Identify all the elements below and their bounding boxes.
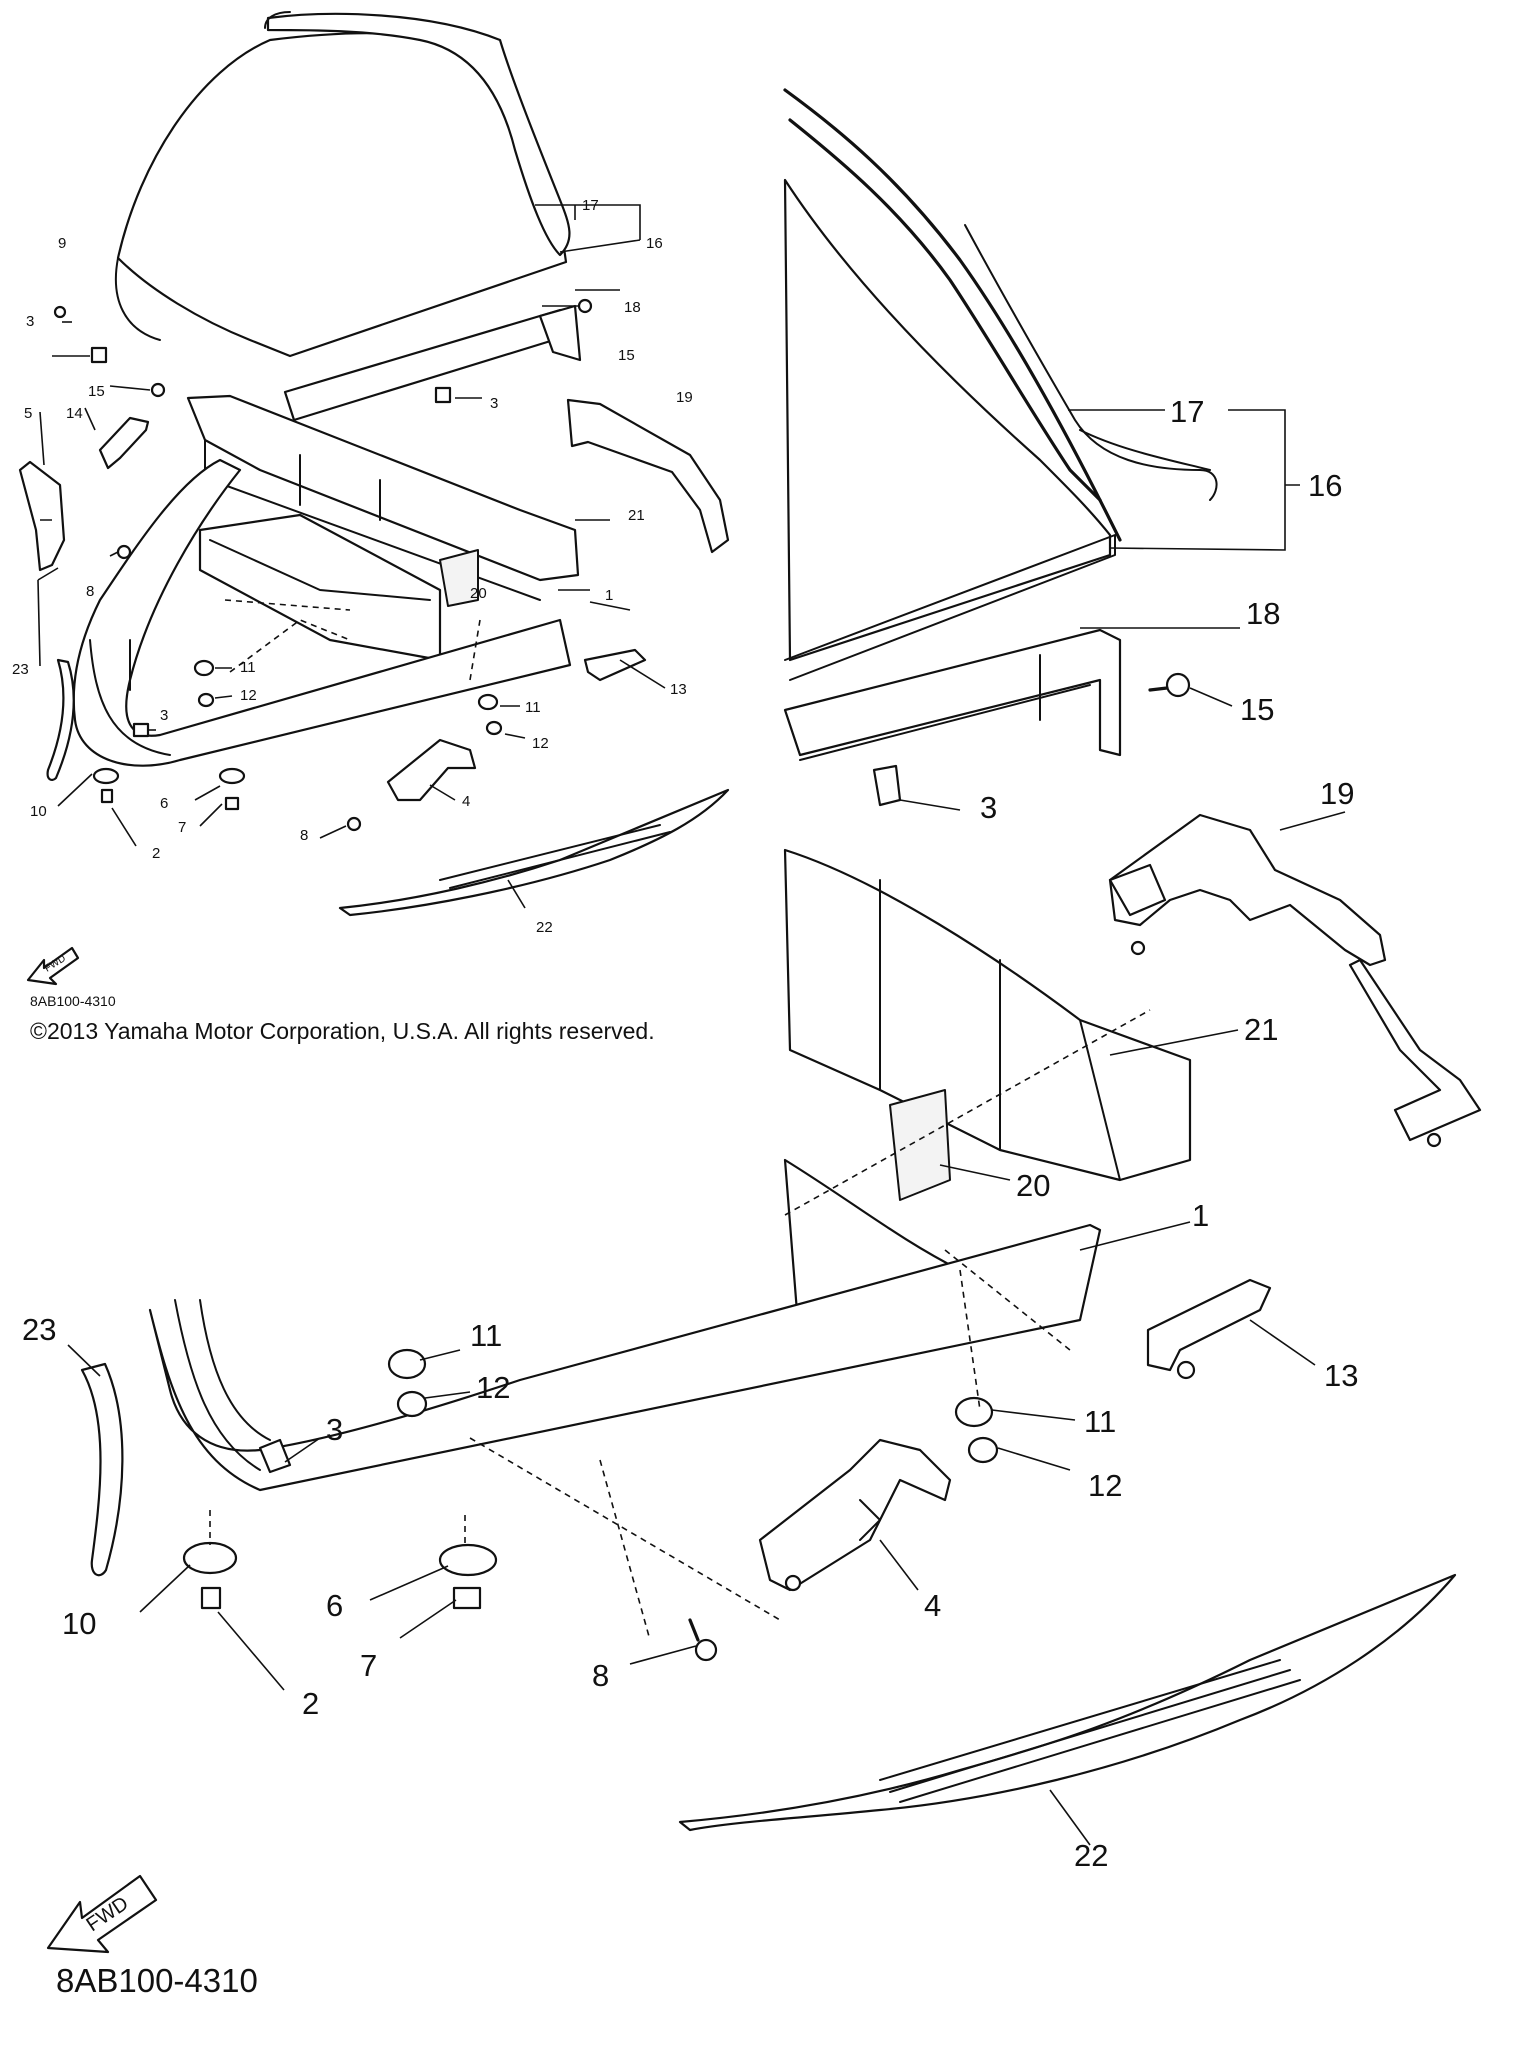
overview-callout: 20 <box>470 585 487 602</box>
overview-callout: 4 <box>462 793 470 810</box>
overview-callout: 3 <box>26 313 34 330</box>
overview-callout: 7 <box>178 819 186 836</box>
detail-callout: 4 <box>924 1588 941 1623</box>
detail-callout: 11 <box>1084 1404 1116 1439</box>
overview-callout: 8 <box>86 583 94 600</box>
detail-callout: 19 <box>1320 776 1354 811</box>
detail-callout: 1 <box>1192 1198 1209 1233</box>
detail-callout: 6 <box>326 1588 343 1623</box>
overview-callout: 2 <box>152 845 160 862</box>
overview-callout: 5 <box>24 405 32 422</box>
detail-callout: 11 <box>470 1318 502 1353</box>
overview-frame-body <box>186 394 580 662</box>
detail-callout: 20 <box>1016 1168 1050 1203</box>
detail-fastener-15 <box>1148 672 1191 698</box>
overview-fasteners <box>53 298 593 832</box>
detail-clip-3 <box>872 764 902 807</box>
overview-callout: 16 <box>646 235 663 252</box>
detail-callout: 3 <box>980 790 997 825</box>
overview-callout: 12 <box>532 735 549 752</box>
overview-callout: 21 <box>628 507 645 524</box>
detail-callout: 21 <box>1244 1012 1278 1047</box>
overview-callout: 3 <box>490 395 498 412</box>
overview-callout: 18 <box>624 299 641 316</box>
detail-bracket-19 <box>1108 813 1482 1148</box>
detail-callout: 3 <box>326 1412 343 1447</box>
overview-decal <box>338 788 730 917</box>
copyright-notice: ©2013 Yamaha Motor Corporation, U.S.A. A… <box>30 1018 655 1044</box>
overview-callout: 11 <box>525 699 541 716</box>
overview-leaders <box>37 204 666 909</box>
detail-callout: 16 <box>1308 468 1342 503</box>
detail-brackets <box>758 1278 1272 1592</box>
overview-callout: 1 <box>605 587 613 604</box>
overview-callout: 6 <box>160 795 168 812</box>
detail-callout: 12 <box>1088 1468 1122 1503</box>
overview-callout: 3 <box>160 707 168 724</box>
overview-windshield <box>114 11 571 358</box>
detail-fasteners <box>182 1348 1196 1662</box>
overview-lower-cowl <box>46 458 572 781</box>
detail-callout: 17 <box>1170 394 1204 429</box>
detail-lower-cowl <box>80 1223 1102 1577</box>
diagram-code-large: 8AB100-4310 <box>56 1962 258 1999</box>
detail-callout: 18 <box>1246 596 1280 631</box>
diagram-code-small: 8AB100-4310 <box>30 993 116 1009</box>
detail-leaders <box>67 409 1346 1846</box>
detail-callout-numbers: 1 2 3 3 4 6 7 8 10 11 11 12 12 13 15 16 … <box>22 394 1358 1873</box>
detail-trim-panel <box>783 628 1122 761</box>
detail-callout: 10 <box>62 1606 96 1641</box>
detail-callout: 13 <box>1324 1358 1358 1393</box>
overview-callout: 8 <box>300 827 308 844</box>
overview-callout: 10 <box>30 803 47 820</box>
detail-fwd-arrow-icon: FWD <box>46 1874 158 1954</box>
overview-callout: 22 <box>536 919 553 936</box>
overview-callout-numbers: 1 2 3 3 3 4 5 6 7 8 8 9 10 11 11 12 12 1… <box>12 197 693 936</box>
detail-callout: 23 <box>22 1312 56 1347</box>
overview-brackets <box>18 398 730 802</box>
overview-callout: 15 <box>618 347 635 364</box>
overview-callout: 15 <box>88 383 105 400</box>
overview-callout: 19 <box>676 389 693 406</box>
overview-callout: 9 <box>58 235 66 252</box>
overview-callout: 17 <box>582 197 599 214</box>
detail-decal <box>678 1573 1457 1832</box>
detail-callout: 2 <box>302 1686 319 1721</box>
overview-callout: 23 <box>12 661 29 678</box>
overview-callout: 12 <box>240 687 257 704</box>
overview-callout: 14 <box>66 405 83 422</box>
detail-callout: 22 <box>1074 1838 1108 1873</box>
overview-fwd-arrow-icon: FWD <box>26 946 80 986</box>
overview-callout: 13 <box>670 681 687 698</box>
detail-windshield-edge <box>783 88 1218 681</box>
detail-callout: 12 <box>476 1370 510 1405</box>
overview-trim-panel <box>283 304 582 422</box>
detail-callout: 7 <box>360 1648 377 1683</box>
overview-callout: 11 <box>240 659 256 676</box>
detail-callout: 8 <box>592 1658 609 1693</box>
detail-callout: 15 <box>1240 692 1274 727</box>
